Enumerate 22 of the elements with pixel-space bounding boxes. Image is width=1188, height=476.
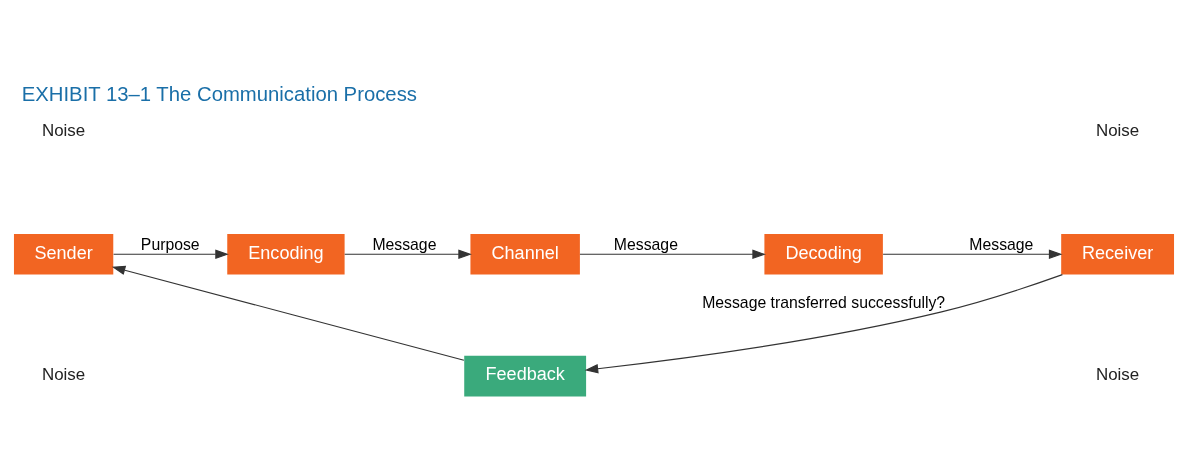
node-box: Feedback xyxy=(464,355,587,396)
node-box: Channel xyxy=(470,233,580,275)
edge-label: Message transferred successfully? xyxy=(702,293,946,311)
diagram-title: EXHIBIT 13–1 The Communication Process xyxy=(21,82,417,105)
label: Noise xyxy=(1095,364,1140,384)
node-box: Decoding xyxy=(764,233,883,275)
arrow xyxy=(111,265,465,361)
arrow xyxy=(113,249,229,259)
arrow xyxy=(882,249,1063,259)
node-box: Receiver xyxy=(1061,233,1175,275)
edge-label: Message xyxy=(613,235,678,253)
arrow xyxy=(579,249,766,259)
edge-label: Purpose xyxy=(140,235,200,253)
label: Noise xyxy=(42,120,86,140)
edge-label: Message xyxy=(372,235,437,253)
arrow xyxy=(584,273,1063,373)
label: Noise xyxy=(1095,120,1140,140)
label: Noise xyxy=(42,364,86,384)
edge-label: Message xyxy=(969,235,1034,253)
node-box: Sender xyxy=(13,233,114,275)
node-box: Encoding xyxy=(227,233,345,275)
arrow xyxy=(344,249,472,259)
